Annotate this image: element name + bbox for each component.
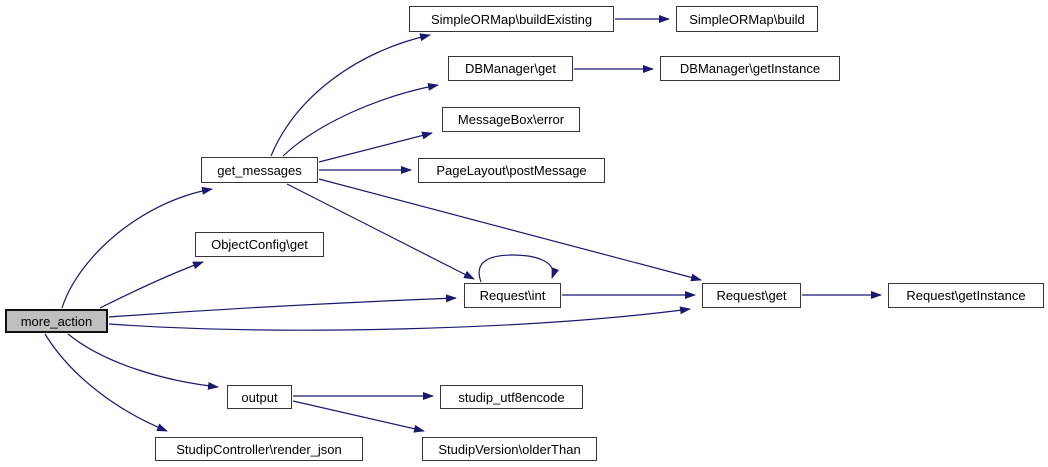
node-dbmanager-get[interactable]: DBManager\get (448, 56, 573, 81)
edge-more_action-objectconfig_get (99, 261, 204, 309)
node-request-get[interactable]: Request\get (702, 283, 801, 308)
node-request-int[interactable]: Request\int (464, 283, 561, 308)
node-more-action: more_action (5, 309, 108, 333)
edge-more_action-request_int (108, 294, 457, 318)
node-objectconfig-get[interactable]: ObjectConfig\get (195, 232, 324, 257)
node-simpleormap-buildexisting[interactable]: SimpleORMap\buildExisting (409, 6, 614, 32)
edge-get_messages-dbmanager_get (282, 82, 439, 157)
node-get-messages[interactable]: get_messages (201, 157, 318, 183)
edge-more_action-request_get (108, 306, 691, 331)
node-studip-utf8encode[interactable]: studip_utf8encode (440, 385, 583, 409)
edge-get_messages-simpleormap_buildexisting (270, 33, 431, 157)
node-pagelayout-postmessage[interactable]: PageLayout\postMessage (418, 158, 605, 183)
edge-get_messages-request_int (286, 183, 475, 280)
edge-more_action-studipcontroller_render_json (44, 333, 168, 432)
edge-more_action-output (67, 333, 219, 390)
edge-get_messages-messagebox_error (318, 131, 433, 163)
edge-get_messages-request_get (318, 178, 702, 282)
node-dbmanager-getinstance[interactable]: DBManager\getInstance (660, 56, 840, 81)
node-studipversion-olderthan[interactable]: StudipVersion\olderThan (422, 437, 597, 461)
node-request-getinstance[interactable]: Request\getInstance (888, 283, 1044, 308)
node-simpleormap-build[interactable]: SimpleORMap\build (676, 6, 818, 32)
node-messagebox-error[interactable]: MessageBox\error (442, 107, 580, 132)
edge-more_action-get_messages (61, 186, 213, 309)
node-output[interactable]: output (227, 385, 292, 409)
edge-output-studipversion_olderthan (292, 400, 425, 433)
node-studipcontroller-render-json[interactable]: StudipController\render_json (155, 437, 363, 461)
edge-request_int-self-loop (478, 254, 560, 283)
